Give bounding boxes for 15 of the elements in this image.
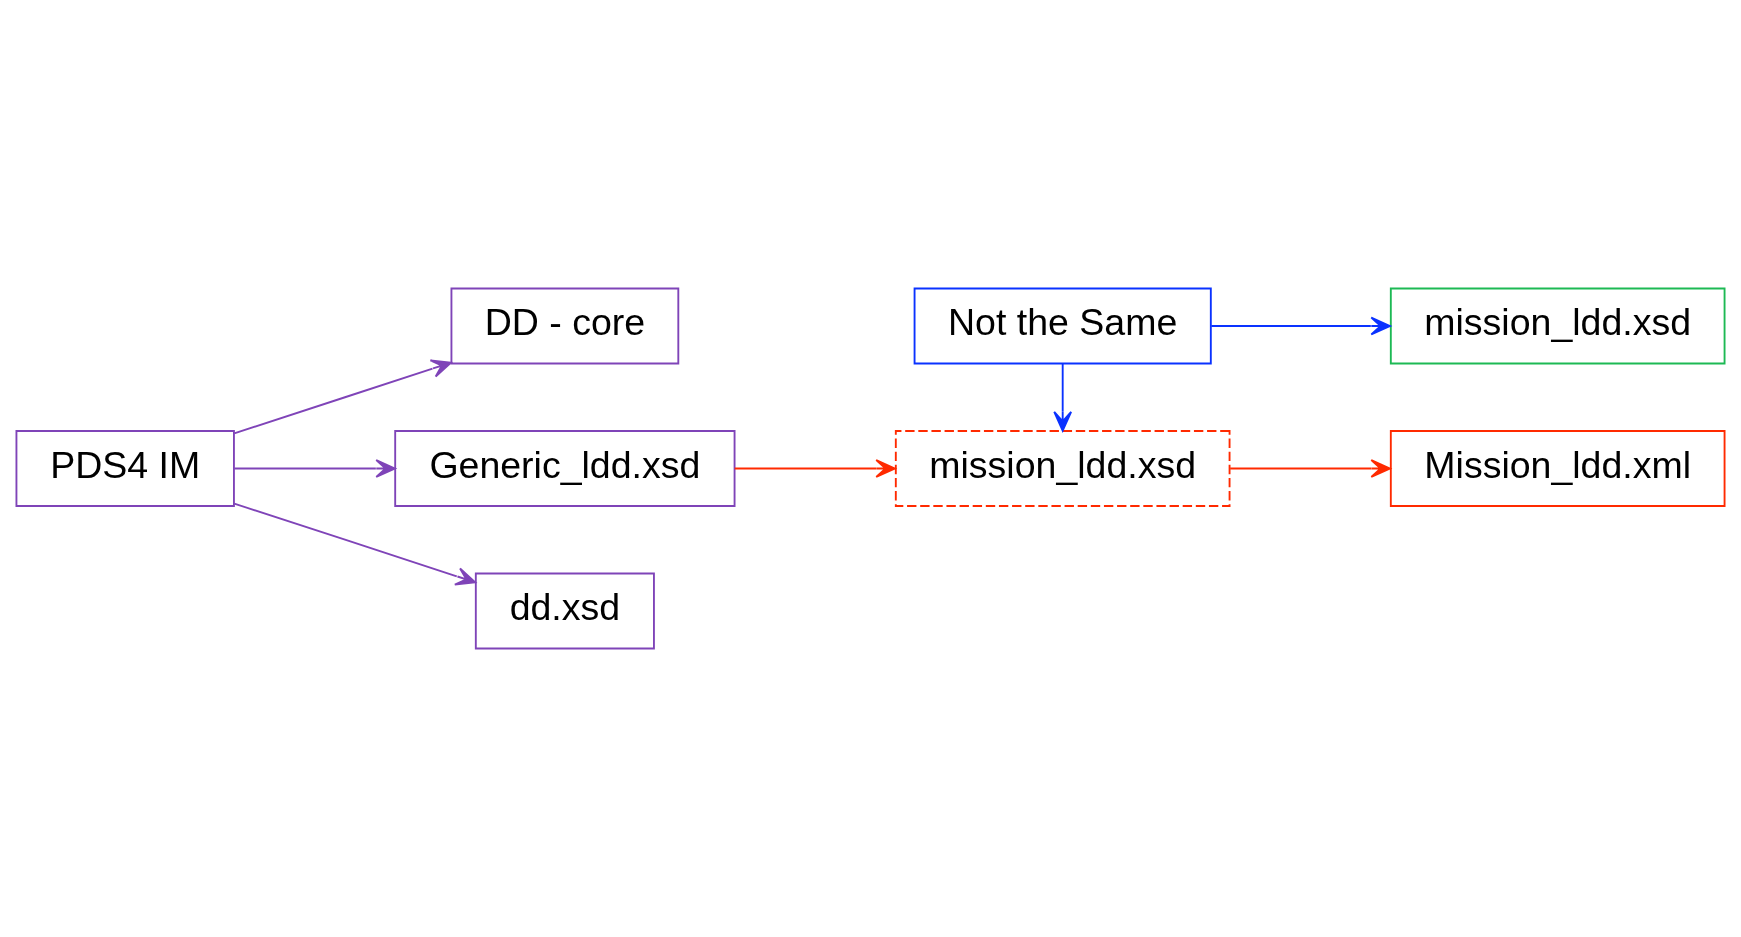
node-box: dd.xsd	[474, 572, 655, 650]
arrow	[1229, 459, 1391, 478]
arrow	[233, 359, 452, 435]
node-box: Generic_ldd.xsd	[394, 430, 736, 507]
arrow	[233, 459, 396, 478]
arrow	[1053, 362, 1073, 432]
arrow	[1210, 316, 1391, 336]
node-box: PDS4 IM	[15, 430, 235, 507]
node-box: DD - core	[450, 287, 680, 365]
node-box: Mission_ldd.xml	[1389, 430, 1726, 507]
arrow	[233, 502, 477, 586]
node-box: Not the Same	[913, 287, 1212, 365]
node-box: mission_ldd.xsd	[1389, 287, 1726, 365]
node-box: mission_ldd.xsd	[894, 430, 1231, 507]
arrow	[733, 459, 896, 478]
